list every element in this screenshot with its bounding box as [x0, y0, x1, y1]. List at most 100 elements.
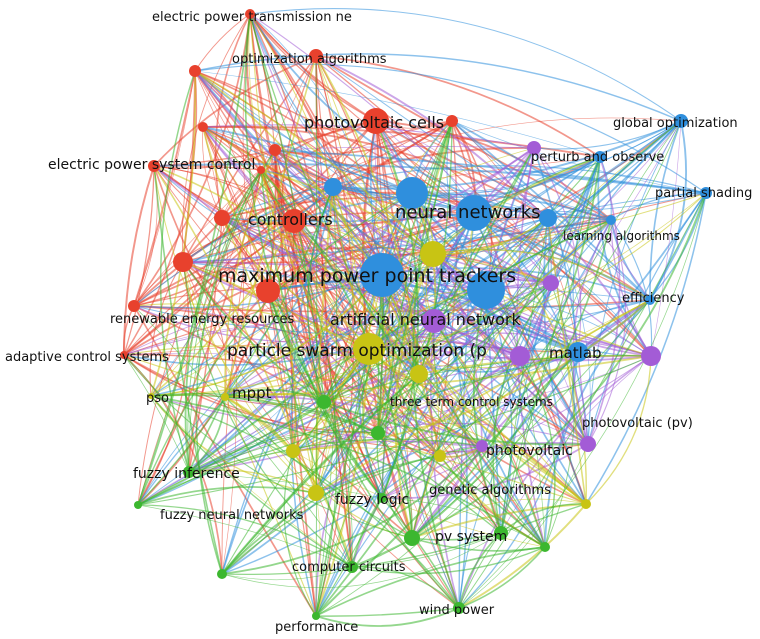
node-green[interactable] — [404, 530, 420, 546]
node-red[interactable] — [128, 300, 140, 312]
node-blue[interactable] — [360, 253, 404, 297]
node-yellow[interactable] — [420, 241, 446, 267]
node-green[interactable] — [134, 501, 142, 509]
node-purple[interactable] — [422, 309, 446, 333]
node-red[interactable] — [282, 209, 306, 233]
node-yellow[interactable] — [581, 499, 591, 509]
edge — [500, 217, 549, 534]
edge — [150, 394, 546, 548]
node-green[interactable] — [217, 569, 227, 579]
node-red[interactable] — [446, 115, 458, 127]
node-purple[interactable] — [580, 436, 596, 452]
node-red[interactable] — [148, 160, 160, 172]
label-optimization-algorithms[interactable]: optimization algorithms — [232, 52, 387, 67]
node-blue[interactable] — [674, 114, 688, 128]
label-particle-swarm-optimization[interactable]: particle swarm optimization (p — [227, 341, 487, 361]
node-red[interactable] — [189, 65, 201, 77]
label-three-term-control-systems[interactable]: three term control systems — [390, 395, 553, 409]
node-red[interactable] — [214, 210, 230, 226]
node-green[interactable] — [312, 612, 320, 620]
node-red[interactable] — [363, 108, 389, 134]
node-green[interactable] — [377, 493, 387, 503]
node-yellow[interactable] — [148, 393, 154, 399]
node-red[interactable] — [120, 351, 128, 359]
node-yellow[interactable] — [410, 365, 428, 383]
edge — [315, 55, 601, 158]
node-blue[interactable] — [539, 209, 557, 227]
node-red[interactable] — [173, 252, 193, 272]
node-blue[interactable] — [324, 178, 342, 196]
edge — [188, 149, 276, 473]
edge — [485, 120, 682, 291]
node-blue[interactable] — [467, 271, 505, 309]
label-electric-power-transmission[interactable]: electric power transmission ne — [152, 10, 352, 25]
label-perturb-and-observe[interactable]: perturb and observe — [531, 150, 664, 165]
label-efficiency[interactable]: efficiency — [622, 291, 685, 306]
edge — [500, 503, 587, 534]
label-neural-networks[interactable]: neural networks — [395, 202, 541, 223]
edge — [610, 219, 653, 357]
node-red[interactable] — [256, 279, 280, 303]
edge — [433, 320, 546, 548]
label-wind-power[interactable]: wind power — [419, 603, 495, 618]
edge — [432, 253, 552, 284]
node-red[interactable] — [309, 49, 323, 63]
label-pso[interactable]: pso — [146, 391, 169, 406]
label-fuzzy-neural-networks[interactable]: fuzzy neural networks — [160, 508, 304, 523]
edge — [292, 120, 453, 452]
edge — [481, 299, 651, 447]
label-renewable-energy-resources[interactable]: renewable energy resources — [110, 312, 295, 327]
node-purple[interactable] — [543, 275, 559, 291]
node-yellow[interactable] — [353, 333, 385, 365]
label-adaptive-control-systems[interactable]: adaptive control systems — [5, 350, 169, 365]
node-green[interactable] — [183, 466, 195, 478]
label-matlab[interactable]: matlab — [549, 344, 602, 362]
label-genetic-algorithms[interactable]: genetic algorithms — [429, 483, 551, 498]
label-photovoltaic-cells[interactable]: photovoltaic cells — [304, 113, 444, 132]
label-fuzzy-logic[interactable]: fuzzy logic — [335, 492, 409, 508]
node-blue[interactable] — [568, 342, 588, 362]
node-blue[interactable] — [594, 151, 606, 163]
label-controllers[interactable]: controllers — [248, 210, 333, 229]
node-yellow[interactable] — [221, 393, 229, 401]
node-green[interactable] — [540, 542, 550, 552]
node-red[interactable] — [257, 166, 265, 174]
node-green[interactable] — [317, 395, 331, 409]
label-electric-power-system-control[interactable]: electric power system control — [48, 157, 255, 173]
label-mppt[interactable]: mppt — [232, 384, 272, 402]
node-blue[interactable] — [700, 187, 712, 199]
node-blue[interactable] — [456, 195, 492, 231]
label-artificial-neural-network[interactable]: artificial neural network — [330, 310, 522, 329]
edge — [315, 55, 549, 219]
node-blue[interactable] — [645, 295, 655, 305]
edge — [221, 532, 502, 589]
node-yellow[interactable] — [434, 450, 446, 462]
node-purple[interactable] — [510, 346, 530, 366]
label-global-optimization[interactable]: global optimization — [613, 116, 738, 131]
node-green[interactable] — [494, 526, 508, 540]
node-red[interactable] — [245, 9, 255, 19]
label-pv-system[interactable]: pv system — [435, 529, 507, 545]
label-performance[interactable]: performance — [275, 620, 358, 635]
node-purple[interactable] — [476, 440, 488, 452]
node-red[interactable] — [269, 144, 281, 156]
label-computer-circuits[interactable]: computer circuits — [292, 560, 406, 575]
node-red[interactable] — [198, 122, 208, 132]
node-yellow[interactable] — [308, 485, 324, 501]
label-photovoltaic-pv[interactable]: photovoltaic (pv) — [582, 416, 693, 431]
node-yellow[interactable] — [286, 444, 300, 458]
node-green[interactable] — [346, 561, 358, 573]
node-purple[interactable] — [527, 141, 541, 155]
node-green[interactable] — [453, 602, 465, 614]
node-green[interactable] — [371, 426, 385, 440]
label-partial-shading[interactable]: partial shading — [655, 186, 752, 201]
label-learning-algorithms[interactable]: learning algorithms — [563, 229, 680, 243]
edge — [221, 217, 294, 452]
label-photovoltaic[interactable]: photovoltaic — [486, 443, 573, 459]
label-maximum-power-point-trackers[interactable]: maximum power point trackers — [218, 265, 516, 287]
label-fuzzy-inference[interactable]: fuzzy inference — [133, 466, 240, 482]
node-blue[interactable] — [396, 177, 428, 209]
node-purple[interactable] — [641, 346, 661, 366]
node-blue[interactable] — [606, 215, 616, 225]
edge — [224, 289, 487, 398]
